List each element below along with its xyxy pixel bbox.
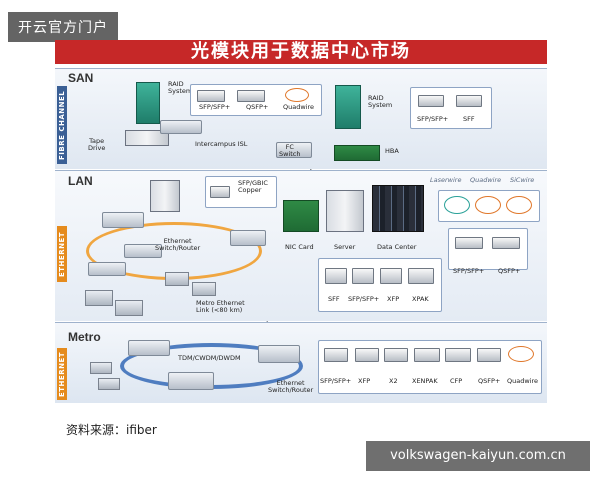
metro-module-x2-icon [384, 348, 408, 362]
brand-2: SiCwire [510, 176, 535, 184]
lan-pc-2-icon [115, 300, 143, 316]
fc-switch-label: FC Switch [279, 143, 301, 158]
lan-right-module-sfp-icon [455, 237, 483, 249]
san-right-module-sfp-icon [418, 95, 444, 107]
brand-1: Quadwire [470, 176, 502, 184]
lan-modules-bottom-panel [318, 258, 442, 312]
metro-module-label-5: QSFP+ [478, 377, 501, 385]
metro-module-label-3: XENPAK [412, 377, 438, 385]
metro-side-label: ETHERNET [57, 348, 67, 400]
san-module-label-1: QSFP+ [246, 103, 269, 111]
lan-module-label-2: XFP [387, 295, 400, 303]
raid-left-label: RAID System [168, 80, 193, 95]
lan-modules-right-panel [448, 228, 528, 270]
lan-right-module-label-0: SFP/SFP+ [453, 267, 485, 275]
san-side-label: FIBRE CHANNEL [57, 86, 67, 164]
raid-right-label: RAID System [368, 94, 393, 109]
cable-orange-icon [475, 196, 501, 214]
lan-right-module-qsfp-icon [492, 237, 520, 249]
lan-title: LAN [68, 174, 93, 188]
lan-module-sfp-icon [352, 268, 374, 284]
raid-system-left-icon [136, 82, 160, 124]
metro-title: Metro [68, 330, 101, 344]
lan-ethernet-switch-label: Ethernet Switch/Router [155, 237, 201, 252]
san-right-module-label-1: SFF [463, 115, 475, 123]
lan-sfp-gbic-label: SFP/GBIC Copper [238, 179, 268, 194]
lan-right-module-label-1: QSFP+ [498, 267, 521, 275]
data-center-icon [372, 185, 424, 232]
lan-switch-left-icon [102, 212, 144, 228]
source-caption: 资料来源：ifiber [66, 423, 157, 437]
metro-ethernet-switch-label: Ethernet Switch/Router [268, 379, 314, 394]
metro-switch-right-icon [258, 345, 300, 363]
metro-pc-2-icon [98, 378, 120, 390]
metro-module-xfp-icon [355, 348, 379, 362]
metro-module-qsfp-icon [477, 348, 501, 362]
lan-pc-1-icon [85, 290, 113, 306]
metro-ethernet-link-label: Metro Ethernet Link (<80 km) [196, 299, 245, 314]
san-title: SAN [68, 71, 94, 85]
server-label: Server [334, 243, 356, 251]
brand-0: Laserwire [430, 176, 462, 184]
san-switch-left-icon [160, 120, 202, 134]
lan-pc-4-icon [192, 282, 216, 296]
san-module-quadwire-icon [285, 88, 309, 102]
lan-pc-3-icon [165, 272, 189, 286]
lan-module-sff-icon [325, 268, 347, 284]
san-right-module-sff-icon [456, 95, 482, 107]
san-module-label-0: SFP/SFP+ [199, 103, 231, 111]
tape-drive-icon [125, 130, 169, 146]
lan-side-label: ETHERNET [57, 226, 67, 282]
san-module-qsfp-icon [237, 90, 265, 102]
cable-green-icon [444, 196, 470, 214]
metro-module-label-6: Quadwire [507, 377, 538, 385]
metro-switch-bottom-icon [168, 372, 214, 390]
metro-switch-left-icon [128, 340, 170, 356]
metro-tdm-label: TDM/CWDM/DWDM [178, 354, 241, 362]
metro-module-quadwire-icon [508, 346, 534, 362]
cable-orange-2-icon [506, 196, 532, 214]
hba-label: HBA [385, 147, 399, 155]
fc-switch-icon [276, 142, 312, 158]
watermark-badge: 开云官方门户 [8, 12, 118, 42]
lan-module-label-1: SFP/SFP+ [348, 295, 380, 303]
nic-card-label: NIC Card [285, 243, 314, 251]
raid-system-right-icon [335, 85, 361, 129]
san-right-module-label-0: SFP/SFP+ [417, 115, 449, 123]
data-center-label: Data Center [377, 243, 417, 251]
metro-module-label-0: SFP/SFP+ [320, 377, 352, 385]
san-modules-right-panel [410, 87, 492, 129]
metro-module-label-4: CFP [450, 377, 463, 385]
nic-card-icon [283, 200, 319, 232]
metro-pc-1-icon [90, 362, 112, 374]
lan-server-tower-icon [150, 180, 180, 212]
lan-switch-center-icon [230, 230, 266, 246]
lan-switch-bottom-icon [88, 262, 126, 276]
metro-module-cfp-icon [445, 348, 471, 362]
lan-module-xfp-icon [380, 268, 402, 284]
hba-card-icon [334, 145, 380, 161]
intercampus-label: Intercampus ISL [195, 140, 248, 148]
lan-module-label-3: XPAK [412, 295, 429, 303]
metro-module-xenpak-icon [414, 348, 440, 362]
lan-module-xpak-icon [408, 268, 434, 284]
san-module-sfp-icon [197, 90, 225, 102]
lan-module-label-0: SFF [328, 295, 340, 303]
metro-module-label-2: X2 [389, 377, 398, 385]
diagram-title: 光模块用于数据中心市场 [55, 40, 547, 64]
metro-module-sfp-icon [324, 348, 348, 362]
tape-drive-label: Tape Drive [88, 137, 106, 152]
metro-module-label-1: XFP [358, 377, 371, 385]
lan-sfp-gbic-icon [210, 186, 230, 198]
site-watermark: volkswagen-kaiyun.com.cn [366, 441, 590, 471]
server-icon [326, 190, 364, 232]
lan-switch-mid-icon [124, 244, 162, 258]
san-module-label-2: Quadwire [283, 103, 314, 111]
